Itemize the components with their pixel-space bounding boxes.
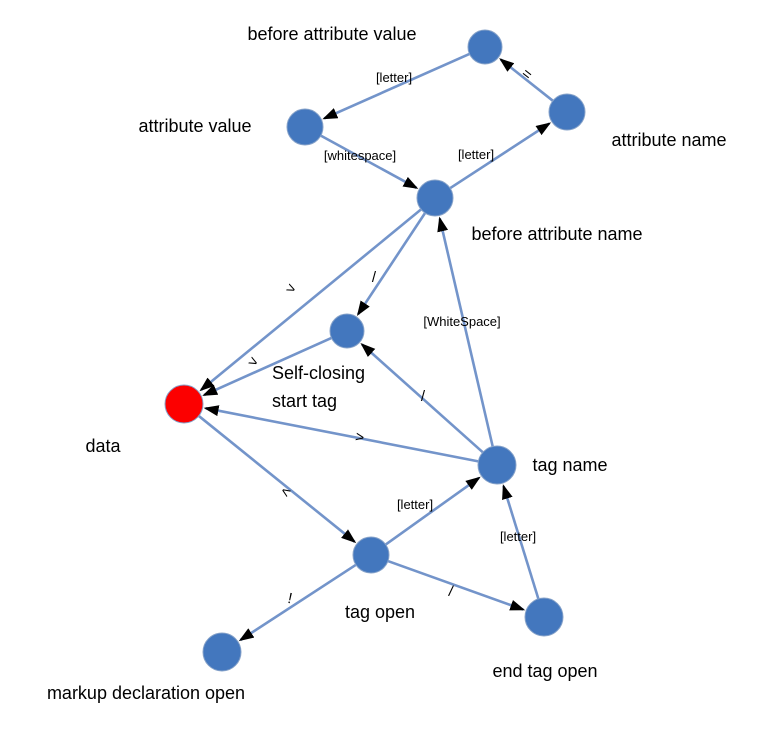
edge-label-tag-name-to-data: > <box>354 428 366 446</box>
edge-attribute-name-to-before-attribute-value <box>499 58 554 102</box>
node-label-before-attribute-name: before attribute name <box>471 224 642 244</box>
edge-label-tag-open-to-end-tag-open: / <box>447 583 455 601</box>
node-label-attribute-name: attribute name <box>611 130 726 150</box>
edge-label-before-attribute-value-to-attribute-value: [letter] <box>376 70 412 85</box>
edge-label-before-attribute-name-to-attribute-name: [letter] <box>458 147 494 162</box>
node-tag-name <box>477 445 517 485</box>
edge-label-attribute-value-to-before-attribute-name: [whitespace] <box>324 148 396 163</box>
node-before-attribute-name <box>416 179 454 217</box>
node-label-tag-open: tag open <box>345 602 415 622</box>
edge-tag-name-to-before-attribute-name <box>437 216 494 447</box>
edge-label-tag-open-to-tag-name: [letter] <box>397 497 433 512</box>
edge-label-attribute-name-to-before-attribute-value: = <box>518 65 536 84</box>
nodes-layer <box>164 29 586 672</box>
edge-before-attribute-name-to-data <box>199 208 422 392</box>
edge-tag-open-to-end-tag-open <box>387 559 526 611</box>
edge-label-tag-name-to-self-closing-start-tag: / <box>421 388 426 405</box>
edge-tag-name-to-data <box>203 405 479 463</box>
edge-self-closing-start-tag-to-data <box>202 336 333 397</box>
node-label-line: start tag <box>272 391 337 411</box>
edges-layer <box>197 52 554 642</box>
edge-label-self-closing-start-tag-to-data: > <box>245 352 261 371</box>
node-markup-declaration-open <box>202 632 242 672</box>
labels-layer: [letter] = [letter] [whitespace] > / [WhiteSpa… <box>47 24 727 703</box>
node-label-data: data <box>85 436 121 456</box>
node-label-end-tag-open: end tag open <box>492 661 597 681</box>
edge-label-before-attribute-name-to-data: > <box>283 279 298 298</box>
edge-before-attribute-value-to-attribute-value <box>322 52 470 120</box>
node-label-markup-declaration-open: markup declaration open <box>47 683 245 703</box>
edge-label-tag-open-to-markup-declaration-open: ! <box>286 590 294 607</box>
edge-label-tag-name-to-before-attribute-name: [WhiteSpace] <box>423 314 500 329</box>
edge-label-end-tag-open-to-tag-name: [letter] <box>500 529 536 544</box>
node-tag-open <box>352 536 390 574</box>
edge-end-tag-open-to-tag-name <box>502 484 540 600</box>
node-label-tag-name: tag name <box>532 455 607 475</box>
node-label-line: Self-closing <box>272 363 365 383</box>
edge-tag-open-to-markup-declaration-open <box>238 563 357 642</box>
node-label-self-closing-start-tag: Self-closing start tag <box>272 363 365 411</box>
node-end-tag-open <box>524 597 564 637</box>
edge-tag-open-to-tag-name <box>384 476 481 546</box>
edge-tag-name-to-self-closing-start-tag <box>360 342 484 454</box>
node-self-closing-start-tag <box>329 313 365 349</box>
edge-before-attribute-name-to-attribute-name <box>449 122 552 190</box>
node-attribute-name <box>548 93 586 131</box>
node-before-attribute-value <box>467 29 503 65</box>
edge-attribute-value-to-before-attribute-name <box>320 134 419 190</box>
edge-label-before-attribute-name-to-self-closing-start-tag: / <box>372 269 377 286</box>
node-data <box>164 384 204 424</box>
node-label-attribute-value: attribute value <box>138 116 251 136</box>
node-attribute-value <box>286 108 324 146</box>
edge-before-attribute-name-to-self-closing-start-tag <box>356 212 427 316</box>
edge-data-to-tag-open <box>197 414 357 544</box>
node-label-before-attribute-value: before attribute value <box>247 24 416 44</box>
